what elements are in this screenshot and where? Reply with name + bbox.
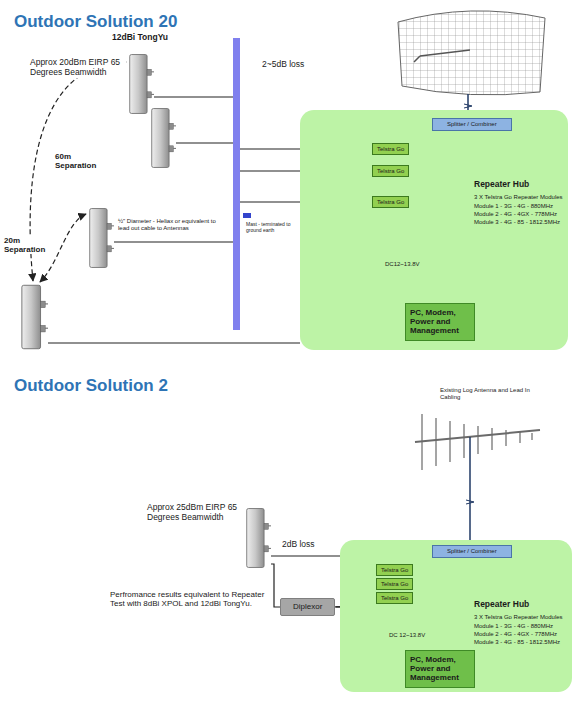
cable-note: ½" Diameter - Heliax or equivalent to le…	[118, 218, 228, 232]
node-text: PC, Modem, Power and Management	[410, 655, 470, 683]
separation-label: 20m Separation	[4, 236, 52, 254]
node-text: 3 X Telstra Go Repeater Modules	[474, 614, 563, 621]
repeater-module: Telstra Go	[376, 564, 413, 576]
mast	[233, 38, 240, 330]
section-title: Outdoor Solution 2	[14, 376, 168, 396]
repeater-module: Telstra Go	[372, 165, 409, 177]
node-text: Splitter / Combiner	[447, 548, 497, 555]
loss-label: 2~5dB loss	[262, 60, 304, 70]
panel-antenna	[247, 509, 271, 568]
earth-clamp	[243, 213, 251, 218]
diplexor-box: Diplexor	[280, 598, 335, 616]
node-text: Diplexor	[293, 602, 322, 612]
node-text: Module 2 - 4G - 4GX - 778MHz	[474, 211, 557, 218]
section-title: Outdoor Solution 20	[14, 12, 177, 32]
node-text: Repeater Hub	[474, 180, 529, 190]
edge-label: DC 12~13.8V	[388, 632, 426, 639]
loss-label: 2dB loss	[282, 540, 315, 550]
node-text: Telstra Go	[381, 581, 408, 587]
node-text: Telstra Go	[381, 595, 408, 601]
management-box: PC, Modem, Power and Management	[405, 303, 475, 341]
panel-antenna	[130, 55, 154, 114]
repeater-module: Telstra Go	[372, 143, 409, 155]
node-text: Telstra Go	[377, 199, 404, 205]
panel-antenna	[90, 209, 114, 268]
edge-label: DC12~13.8V	[384, 261, 421, 268]
node-text: Module 1 - 3G - 4G - 880MHz	[474, 203, 553, 210]
panel-antenna	[152, 109, 176, 168]
node-text: Telstra Go	[381, 567, 408, 573]
node-text: Module 3 - 4G - 85 - 1812.5MHz	[474, 219, 560, 226]
antenna-note: Approx 25dBm EIRP 65 Degrees Beamwidth	[147, 503, 243, 523]
antenna-note: Approx 20dBm EIRP 65 Degrees Beamwidth	[30, 58, 126, 78]
antenna-label: 12dBi TongYu	[112, 33, 168, 43]
mast-note: Mast - terminated to ground earth	[246, 222, 296, 234]
node-text: PC, Modem, Power and Management	[410, 308, 470, 336]
node-text: Telstra Go	[377, 168, 404, 174]
repeater-module: Telstra Go	[376, 578, 413, 590]
node-text: 3 X Telstra Go Repeater Modules	[474, 194, 563, 201]
node-text: Telstra Go	[377, 146, 404, 152]
node-text: Module 3 - 4G - 85 - 1812.5MHz	[474, 639, 560, 646]
performance-note: Perfromance results equivalent to Repeat…	[110, 590, 268, 608]
repeater-module: Telstra Go	[376, 592, 413, 604]
separation-label: 60m Separation	[55, 152, 105, 170]
splitter-box: Splitter / Combiner	[432, 545, 512, 558]
grid-antenna	[398, 11, 545, 118]
panel-antenna	[22, 285, 48, 348]
log-antenna	[415, 414, 540, 545]
management-box: PC, Modem, Power and Management	[405, 650, 475, 688]
node-text: Module 1 - 3G - 4G - 880MHz	[474, 623, 553, 630]
node-text: Repeater Hub	[474, 600, 529, 610]
repeater-hub: Repeater Hub 3 X Telstra Go Repeater Modu…	[300, 110, 568, 350]
repeater-module: Telstra Go	[372, 196, 409, 208]
splitter-box: Splitter / Combiner	[432, 118, 512, 131]
node-text: Splitter / Combiner	[447, 121, 497, 128]
repeater-hub: Repeater Hub 3 X Telstra Go Repeater Modu…	[340, 540, 572, 692]
node-text: Module 2 - 4G - 4GX - 778MHz	[474, 631, 557, 638]
antenna-note: Existing Log Antenna and Lead In Cabling	[440, 387, 550, 401]
